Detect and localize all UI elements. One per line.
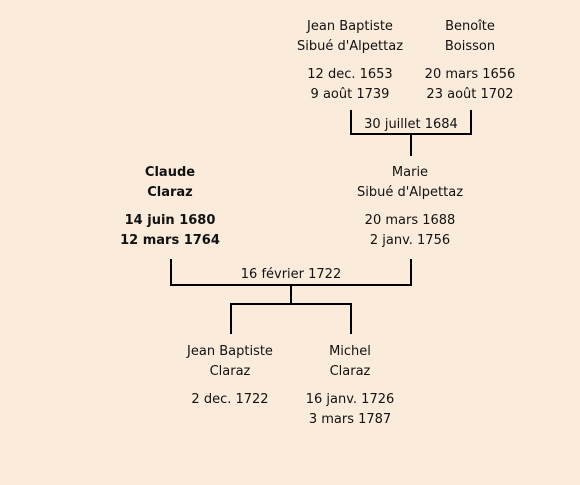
person-birth-date: 2 dec. 1722 [191,392,269,407]
person-child-2: Michel Claraz 16 janv. 1726 3 mars 1787 [275,342,425,430]
person-name-line1: Benoîte [445,19,495,34]
person-grandfather: Jean Baptiste Sibué d'Alpettaz 12 dec. 1… [275,17,425,105]
person-death-date: 12 mars 1764 [120,233,220,248]
grandparents-marriage-date: 30 juillet 1684 [364,117,458,132]
person-grandmother: Benoîte Boisson 20 mars 1656 23 août 170… [395,17,545,105]
person-name-line2: Sibué d'Alpettaz [356,185,464,200]
person-death-date: 3 mars 1787 [308,412,392,427]
person-death-date: 2 janv. 1756 [369,233,451,248]
person-death-date: 9 août 1739 [310,87,390,102]
person-birth-date: 20 mars 1688 [364,213,456,228]
person-death-date: 23 août 1702 [426,87,514,102]
person-name-line1: Claude [144,165,196,180]
person-birth-date: 12 dec. 1653 [307,67,393,82]
person-name-line2: Boisson [444,39,496,54]
person-name-line2: Claraz [329,364,371,379]
person-name-line2: Claraz [147,185,193,200]
person-birth-date: 20 mars 1656 [424,67,516,82]
person-name-line1: Jean Baptiste [307,19,393,34]
person-name-line1: Michel [329,344,371,359]
person-name-line1: Marie [391,165,429,180]
person-father: Claude Claraz 14 juin 1680 12 mars 1764 [95,163,245,251]
person-mother: Marie Sibué d'Alpettaz 20 mars 1688 2 ja… [335,163,485,251]
parents-marriage-date: 16 février 1722 [240,267,342,282]
person-birth-date: 14 juin 1680 [124,213,216,228]
person-name-line1: Jean Baptiste [187,344,273,359]
person-birth-date: 16 janv. 1726 [305,392,395,407]
person-child-1: Jean Baptiste Claraz 2 dec. 1722 [155,342,305,410]
children-bracket [230,303,352,334]
person-name-line2: Claraz [209,364,251,379]
person-name-line2: Sibué d'Alpettaz [296,39,404,54]
